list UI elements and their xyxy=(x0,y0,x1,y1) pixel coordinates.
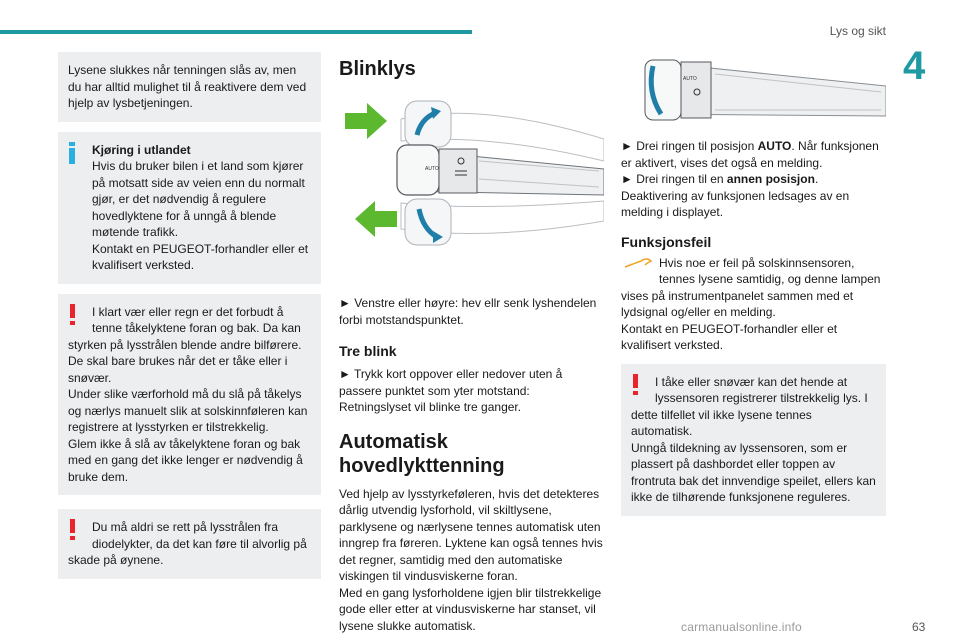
note-box: Lysene slukkes når tenningen slås av, me… xyxy=(58,52,321,122)
warning-box-diode: Du må aldri se rett på lysstrålen fra di… xyxy=(58,509,321,579)
step-auto: ► Drei ringen til posisjon AUTO. Når fun… xyxy=(621,139,879,170)
heading-tre-blink: Tre blink xyxy=(339,343,397,359)
arrow-down-left-icon xyxy=(355,201,397,237)
warning-text: dette tilfellet vil ikke lysene tennes a… xyxy=(631,407,876,505)
header-accent-bar xyxy=(0,30,472,34)
heading-blinklys: Blinklys xyxy=(339,58,416,80)
fault-section: Hvis noe er feil på solskinnsensoren, te… xyxy=(621,255,886,354)
heading-funksjonsfeil: Funksjonsfeil xyxy=(621,233,712,250)
info-box: Kjøring i utlandet Hvis du bruker bilen … xyxy=(58,131,321,284)
right-column: AUTO ► Drei ringen til posisjon AUTO. Nå… xyxy=(621,52,887,526)
automatic-lights-text: Ved hjelp av lysstyrkeføleren, hvis det … xyxy=(339,486,603,633)
warning-box-fog: I klart vær eller regn er det forbudt å … xyxy=(58,293,321,495)
stalk-auto-label: AUTO xyxy=(425,166,439,172)
warning-lead: Du må aldri se rett på lysstrålen fra di… xyxy=(92,520,307,551)
info-text: Hvis du bruker bilen i et land som kjøre… xyxy=(92,159,309,272)
fault-text: vises på instrumentpanelet sammen med et… xyxy=(621,288,854,353)
tre-blink-text: ► Trykk kort oppover eller nedover uten … xyxy=(339,367,563,414)
section-title: Lys og sikt xyxy=(829,24,886,38)
stalk-diagram: AUTO xyxy=(345,100,605,246)
light-ring-diagram: AUTO xyxy=(644,59,887,121)
chapter-number: 4 xyxy=(903,44,926,88)
warning-lead: I tåke eller snøvær kan det hende at lys… xyxy=(655,374,868,406)
warning-icon xyxy=(70,519,76,541)
page-number: 63 xyxy=(912,620,926,634)
warning-lead: I klart vær eller regn er det forbudt å … xyxy=(92,304,301,336)
ring-auto-label: AUTO xyxy=(683,76,697,82)
warning-text: skade på øynene. xyxy=(68,553,164,567)
middle-column: Blinklys AUTO ► Venstre ell xyxy=(339,52,605,634)
watermark: carmanualsonline.info xyxy=(681,620,802,634)
warning-icon xyxy=(70,303,76,326)
info-icon xyxy=(68,141,76,164)
left-column: Lysene slukkes når tenningen slås av, me… xyxy=(58,52,321,589)
step-other-position: ► Drei ringen til en annen posisjon. xyxy=(621,172,819,186)
heading-automatisk: Automatisk hovedlykttenning xyxy=(339,430,505,477)
warning-box-sensor: I tåke eller snøvær kan det hende at lys… xyxy=(621,363,886,516)
fault-lead: Hvis noe er feil på solskinnsensoren, te… xyxy=(659,255,881,287)
indicator-instruction: ► Venstre eller høyre: hev ellr senk lys… xyxy=(339,296,597,327)
arrow-up-right-icon xyxy=(345,103,387,139)
info-title: Kjøring i utlandet xyxy=(92,142,191,157)
service-wrench-icon xyxy=(624,257,653,268)
deactivation-text: Deaktivering av funksjonen ledsages av e… xyxy=(621,188,850,220)
warning-text: styrken på lysstrålen blende andre bilfø… xyxy=(68,337,308,484)
light-ring-illustration: AUTO xyxy=(621,52,887,132)
note-text: Lysene slukkes når tenningen slås av, me… xyxy=(68,63,307,110)
warning-icon xyxy=(633,373,639,396)
indicator-stalk-illustration: AUTO xyxy=(339,91,605,261)
